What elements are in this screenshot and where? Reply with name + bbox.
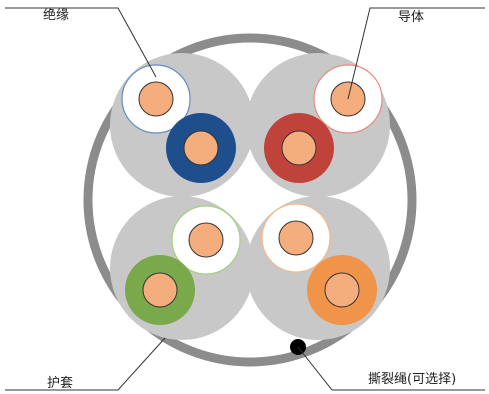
label-conductor: 导体 <box>398 10 425 25</box>
conductor <box>281 130 317 166</box>
leader-conductor <box>347 7 485 100</box>
conductor <box>183 130 219 166</box>
label-ripcord: 撕裂绳(可选择) <box>368 372 457 387</box>
conductor <box>278 220 314 256</box>
wire-green-stripe <box>171 205 241 275</box>
conductor <box>188 222 224 258</box>
leader-lines <box>5 7 485 391</box>
label-jacket: 护套 <box>47 376 74 391</box>
wire-blue-stripe <box>121 64 191 134</box>
conductor <box>324 272 360 308</box>
wire-blue <box>166 113 236 183</box>
jacket-ring <box>83 33 417 367</box>
wire-red <box>264 113 334 183</box>
wire-green <box>125 255 195 325</box>
leader-ripcord <box>297 346 485 391</box>
conductor <box>142 272 178 308</box>
leader-jacket <box>5 337 166 391</box>
wire-orange <box>307 255 377 325</box>
leader-insulation <box>5 7 157 78</box>
wire-orange-stripe <box>261 203 331 273</box>
conductor <box>138 81 174 117</box>
label-insulation: 绝缘 <box>43 8 70 23</box>
